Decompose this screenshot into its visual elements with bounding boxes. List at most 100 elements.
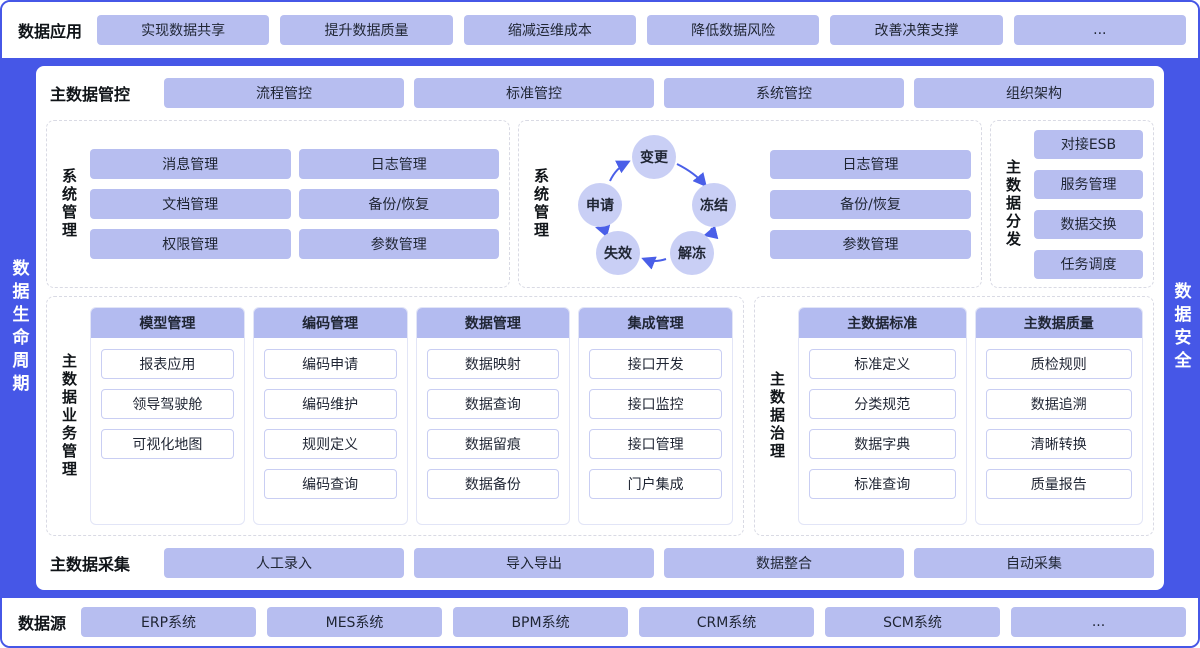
distribution-block: 服务管理 <box>1034 169 1143 199</box>
column-header: 主数据标准 <box>799 308 966 338</box>
control-block: 标准管控 <box>414 78 654 108</box>
flow-node-invalidate: 失效 <box>596 231 640 275</box>
system-block: 日志管理 <box>770 149 971 179</box>
lifecycle-band: 数据生命周期 主数据管控 流程管控 标准管控 系统管控 组织架构 系统管理 消息… <box>2 58 1198 598</box>
system-flow-label: 系统管理 <box>532 168 550 240</box>
system-management-label: 系统管理 <box>60 168 78 240</box>
distribution-box: 主数据分发 对接ESB 服务管理 数据交换 任务调度 <box>990 120 1154 288</box>
column-header: 模型管理 <box>91 308 244 338</box>
flow-node-change: 变更 <box>632 135 676 179</box>
business-row: 主数据业务管理 模型管理 报表应用 领导驾驶舱 可视化地图 编码管理 编码申请 <box>46 296 1154 536</box>
governance-item: 质量报告 <box>985 469 1132 499</box>
business-item: 接口监控 <box>589 389 722 419</box>
source-block: BPM系统 <box>453 607 629 637</box>
system-block: 备份/恢复 <box>298 189 499 219</box>
collection-block: 导入导出 <box>414 548 654 578</box>
governance-item: 数据字典 <box>809 429 956 459</box>
source-more-block: ... <box>1011 607 1187 637</box>
data-application-row: 数据应用 实现数据共享 提升数据质量 缩减运维成本 降低数据风险 改善决策支撑 … <box>2 2 1198 58</box>
source-block: MES系统 <box>267 607 443 637</box>
app-benefit-block: 缩减运维成本 <box>463 15 636 45</box>
system-block: 日志管理 <box>298 149 499 179</box>
system-block: 消息管理 <box>90 149 291 179</box>
business-item: 可视化地图 <box>101 429 234 459</box>
business-item: 编码维护 <box>263 389 397 419</box>
governance-label: 主数据治理 <box>768 371 786 461</box>
control-row-label: 主数据管控 <box>50 85 131 104</box>
system-block: 参数管理 <box>298 229 499 259</box>
data-management-card: 数据管理 数据映射 数据查询 数据留痕 数据备份 <box>415 307 571 525</box>
app-benefit-block: 提升数据质量 <box>280 15 453 45</box>
quality-card: 主数据质量 质检规则 数据追溯 清晰转换 质量报告 <box>974 307 1143 525</box>
collection-block: 人工录入 <box>164 548 404 578</box>
main-panel: 主数据管控 流程管控 标准管控 系统管控 组织架构 系统管理 消息管理 日志管理… <box>36 66 1164 590</box>
data-security-label: 数据安全 <box>1170 282 1191 374</box>
data-source-label: 数据源 <box>18 614 67 633</box>
system-block: 参数管理 <box>770 229 971 259</box>
business-item: 数据查询 <box>426 389 560 419</box>
governance-item: 标准查询 <box>809 469 956 499</box>
data-source-row: 数据源 ERP系统 MES系统 BPM系统 CRM系统 SCM系统 ... <box>2 598 1198 646</box>
app-benefit-more-block: ... <box>1013 15 1186 45</box>
flow-node-unfreeze: 解冻 <box>670 231 714 275</box>
data-application-label: 数据应用 <box>18 22 83 41</box>
business-management-box: 主数据业务管理 模型管理 报表应用 领导驾驶舱 可视化地图 编码管理 编码申请 <box>46 296 744 536</box>
system-flow-pill-stack: 日志管理 备份/恢复 参数管理 <box>770 131 971 277</box>
business-item: 数据映射 <box>426 349 560 379</box>
source-block: ERP系统 <box>81 607 257 637</box>
control-block: 组织架构 <box>914 78 1154 108</box>
business-item: 接口管理 <box>589 429 722 459</box>
distribution-block: 对接ESB <box>1034 129 1143 159</box>
business-item: 门户集成 <box>589 469 722 499</box>
governance-item: 清晰转换 <box>985 429 1132 459</box>
distribution-label: 主数据分发 <box>1004 159 1022 249</box>
business-item: 接口开发 <box>589 349 722 379</box>
governance-item: 质检规则 <box>985 349 1132 379</box>
middle-row: 系统管理 消息管理 日志管理 文档管理 备份/恢复 权限管理 参数管理 系统管理 <box>46 120 1154 288</box>
column-header: 数据管理 <box>416 308 570 338</box>
control-block: 流程管控 <box>164 78 404 108</box>
business-item: 数据留痕 <box>426 429 560 459</box>
business-item: 编码申请 <box>263 349 397 379</box>
system-management-box: 系统管理 消息管理 日志管理 文档管理 备份/恢复 权限管理 参数管理 <box>46 120 510 288</box>
flow-arrows <box>595 160 719 270</box>
flow-node-apply: 申请 <box>578 183 622 227</box>
system-management-grid: 消息管理 日志管理 文档管理 备份/恢复 权限管理 参数管理 <box>90 131 499 277</box>
lifecycle-flow-diagram: 变更 冻结 解冻 失效 申请 <box>562 131 762 277</box>
source-block: CRM系统 <box>639 607 815 637</box>
system-block: 权限管理 <box>90 229 291 259</box>
model-management-card: 模型管理 报表应用 领导驾驶舱 可视化地图 <box>90 307 245 525</box>
business-item: 报表应用 <box>101 349 234 379</box>
business-management-label: 主数据业务管理 <box>60 353 78 479</box>
app-benefit-block: 实现数据共享 <box>97 15 270 45</box>
business-item: 规则定义 <box>263 429 397 459</box>
integration-management-card: 集成管理 接口开发 接口监控 接口管理 门户集成 <box>578 307 733 525</box>
system-block: 备份/恢复 <box>770 189 971 219</box>
collection-row-label: 主数据采集 <box>50 555 131 574</box>
control-row: 主数据管控 流程管控 标准管控 系统管控 组织架构 <box>46 74 1154 112</box>
business-item: 数据备份 <box>426 469 560 499</box>
data-lifecycle-label: 数据生命周期 <box>8 259 29 397</box>
app-benefit-block: 改善决策支撑 <box>830 15 1003 45</box>
distribution-block: 数据交换 <box>1034 209 1143 239</box>
collection-row: 主数据采集 人工录入 导入导出 数据整合 自动采集 <box>46 544 1154 582</box>
app-benefit-block: 降低数据风险 <box>647 15 820 45</box>
collection-block: 数据整合 <box>664 548 904 578</box>
business-item: 编码查询 <box>263 469 397 499</box>
distribution-block: 任务调度 <box>1034 249 1143 279</box>
governance-box: 主数据治理 主数据标准 标准定义 分类规范 数据字典 标准查询 主数据质量 <box>754 296 1154 536</box>
column-header: 集成管理 <box>579 308 732 338</box>
collection-block: 自动采集 <box>914 548 1154 578</box>
flow-node-freeze: 冻结 <box>692 183 736 227</box>
column-header: 编码管理 <box>253 308 407 338</box>
column-header: 主数据质量 <box>975 308 1142 338</box>
system-flow-box: 系统管理 <box>518 120 982 288</box>
standard-card: 主数据标准 标准定义 分类规范 数据字典 标准查询 <box>798 307 967 525</box>
distribution-pill-stack: 对接ESB 服务管理 数据交换 任务调度 <box>1034 129 1143 279</box>
coding-management-card: 编码管理 编码申请 编码维护 规则定义 编码查询 <box>252 307 408 525</box>
business-item: 领导驾驶舱 <box>101 389 234 419</box>
governance-item: 分类规范 <box>809 389 956 419</box>
governance-item: 数据追溯 <box>985 389 1132 419</box>
governance-item: 标准定义 <box>809 349 956 379</box>
